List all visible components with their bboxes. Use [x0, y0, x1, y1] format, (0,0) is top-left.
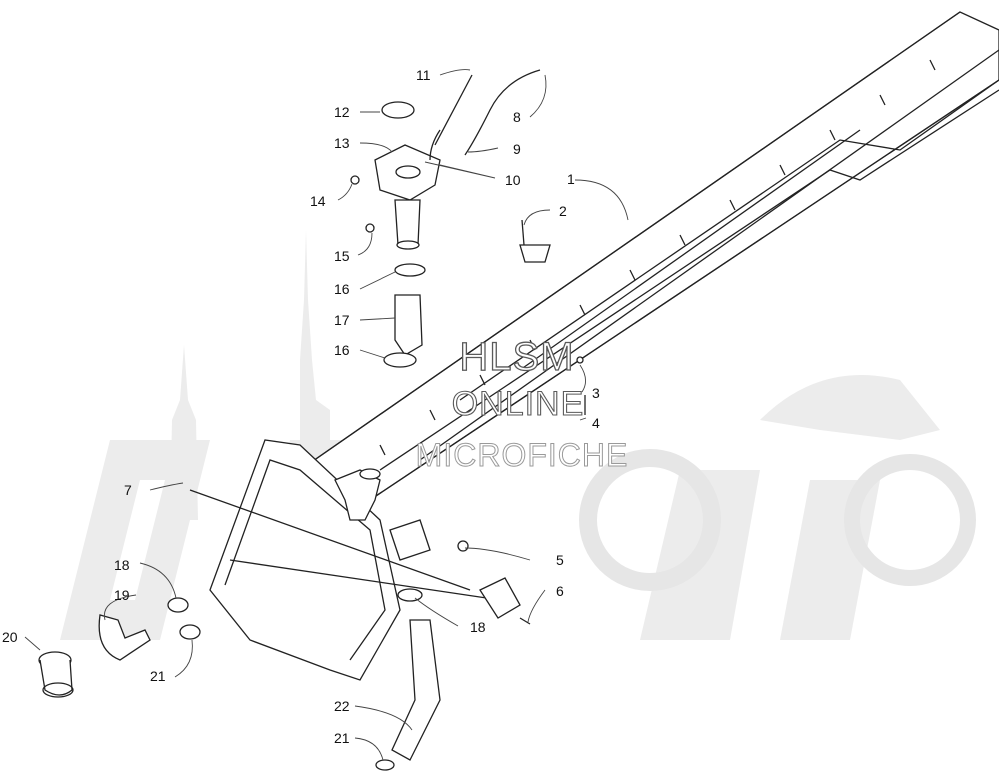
- callout-3: 3: [592, 385, 600, 401]
- hose-17: [394, 294, 423, 356]
- callout-10: 10: [505, 172, 521, 188]
- callout-labels: 1 2 3 4 5 6 7 8 9 10 11 12 13 14 15 16 1…: [2, 67, 600, 746]
- callout-5: 5: [556, 552, 564, 568]
- callout-16-upper: 16: [334, 281, 350, 297]
- callout-7: 7: [124, 482, 132, 498]
- radiator-cap: [381, 101, 415, 119]
- callout-17: 17: [334, 312, 350, 328]
- callout-20: 20: [2, 629, 18, 645]
- callout-14: 14: [310, 193, 326, 209]
- hose-22: [391, 619, 441, 761]
- callout-4: 4: [592, 415, 600, 431]
- clamp-18-left: [167, 597, 189, 613]
- tunnel-top-edge: [299, 11, 961, 471]
- callout-16-lower: 16: [334, 342, 350, 358]
- callout-21-left: 21: [150, 668, 166, 684]
- outlet-housing: [334, 468, 381, 521]
- callout-2: 2: [559, 203, 567, 219]
- callout-18-left: 18: [114, 557, 130, 573]
- hose-clamp-upper: [394, 263, 426, 277]
- callout-12: 12: [334, 104, 350, 120]
- callout-15: 15: [334, 248, 350, 264]
- watermark-line3: MICROFICHE: [416, 437, 629, 473]
- watermark-line2: ONLINE: [452, 385, 585, 423]
- plate-2: [519, 244, 551, 263]
- rivet-3: [576, 356, 584, 364]
- background-watermark-art: [60, 230, 976, 640]
- callout-6: 6: [556, 583, 564, 599]
- plate-6: [479, 577, 531, 625]
- callout-9: 9: [513, 141, 521, 157]
- upper-hose-set: [383, 263, 426, 368]
- clamp-21-left: [179, 624, 201, 640]
- callout-18-right: 18: [470, 619, 486, 635]
- hose-20: [38, 651, 74, 698]
- vent-tubes: [429, 69, 541, 161]
- screw-14: [350, 175, 360, 185]
- hose-clamp-lower: [383, 352, 417, 368]
- fasteners: [350, 175, 586, 415]
- callout-11: 11: [416, 67, 431, 83]
- callout-22: 22: [334, 698, 350, 714]
- lower-hoses: [38, 588, 441, 771]
- bracket-5: [389, 519, 469, 561]
- screw-15: [365, 223, 375, 233]
- hose-19: [98, 614, 151, 661]
- clamp-18-right: [397, 588, 423, 602]
- callout-21-right: 21: [334, 730, 350, 746]
- callout-13: 13: [334, 135, 350, 151]
- filler-neck-assembly: [374, 101, 441, 250]
- watermark-line1: HLSM: [459, 335, 574, 379]
- callout-8: 8: [513, 109, 521, 125]
- tunnel-rail-assembly: [299, 11, 999, 521]
- clamp-21-right: [375, 759, 395, 771]
- callout-1: 1: [567, 171, 575, 187]
- leader-lines: [24, 69, 629, 761]
- callout-19: 19: [114, 587, 130, 603]
- watermark-text: HLSM ONLINE MICROFICHE: [415, 334, 629, 473]
